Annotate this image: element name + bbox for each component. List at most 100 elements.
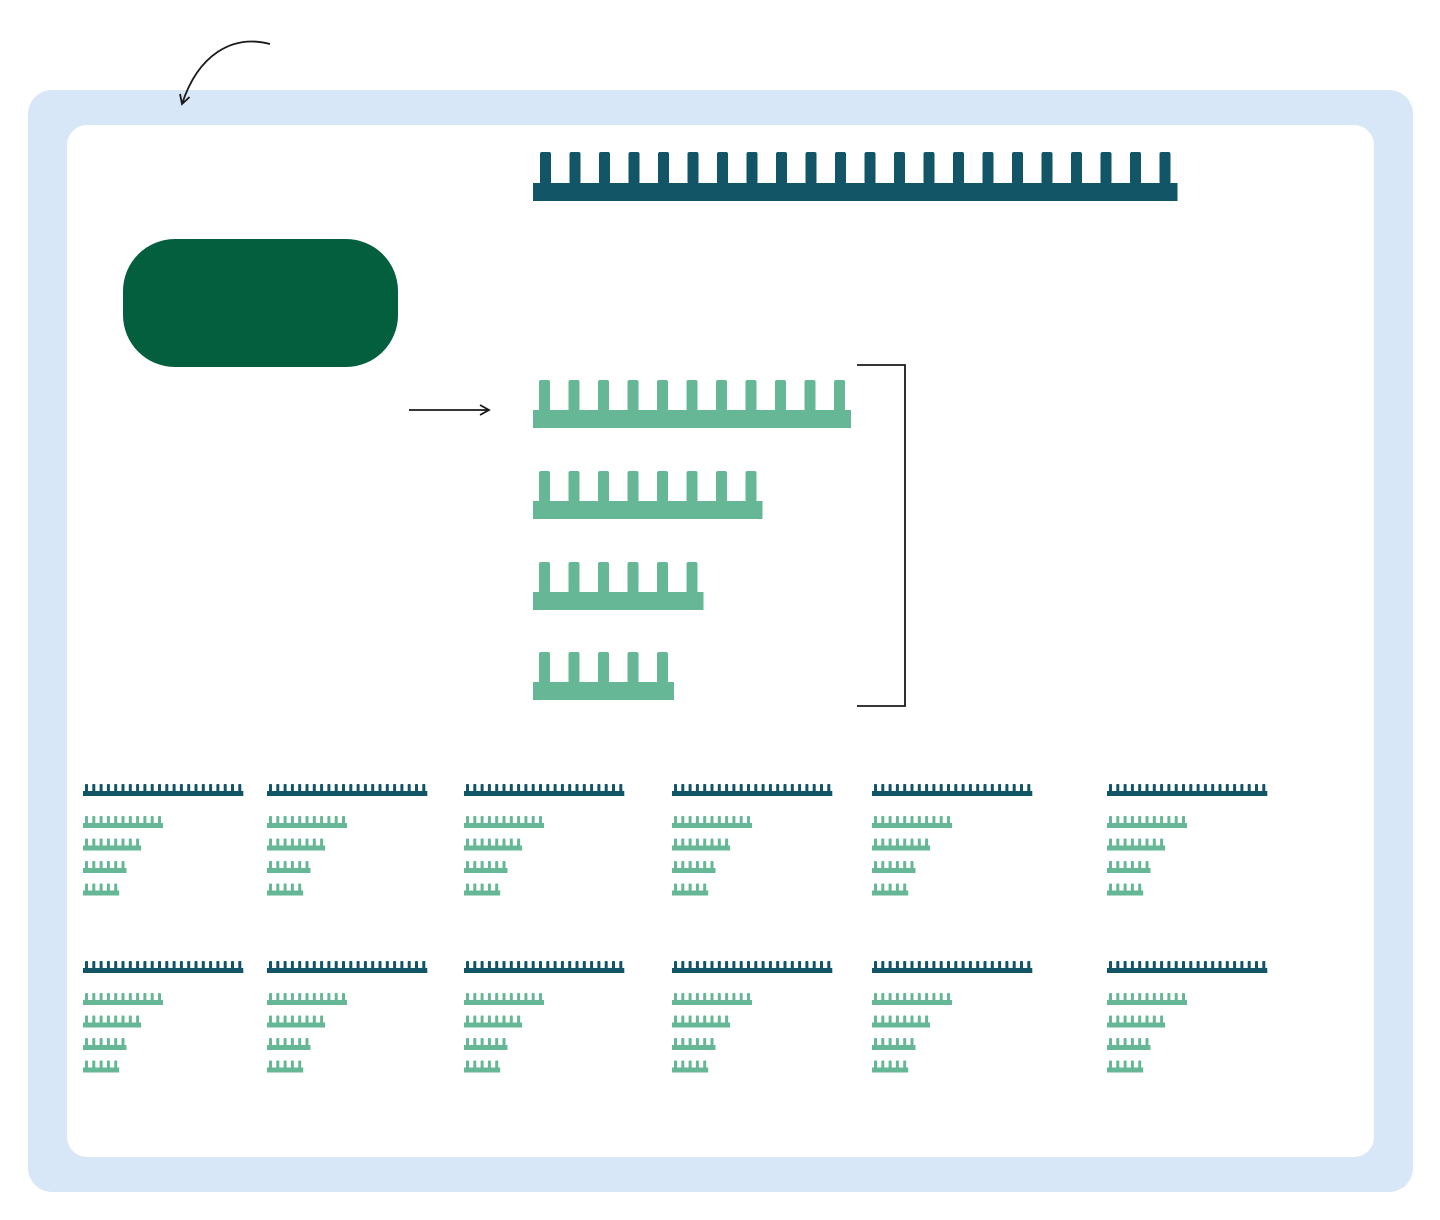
mini-product-strand-tooth: [106, 816, 110, 824]
mini-product-strand-tooth: [473, 1015, 477, 1024]
mini-product-strand-tooth: [1138, 838, 1142, 847]
mini-template-strand-tooth: [238, 961, 242, 969]
mini-template-strand-tooth: [739, 961, 743, 969]
mini-template-strand-tooth: [1182, 961, 1185, 969]
mini-template-strand-tooth: [1012, 784, 1016, 792]
mini-template-strand-tooth: [895, 784, 899, 792]
products-bracket: [857, 364, 906, 707]
mini-template-strand-backbone: [267, 791, 428, 796]
mini-panels-grid: [83, 784, 1268, 1073]
product-strand-3-backbone: [533, 592, 704, 610]
mini-product-strand-tooth: [276, 1038, 280, 1046]
mini-template-strand-tooth: [1109, 784, 1112, 792]
mini-template-strand-tooth: [947, 961, 950, 969]
mini-product-strand-tooth: [320, 838, 324, 847]
mini-product-strand-backbone: [672, 823, 752, 828]
mini-product-strand-tooth: [1109, 838, 1112, 847]
mini-template-strand-tooth: [1196, 784, 1200, 792]
mini-product-strand-tooth: [1109, 1038, 1112, 1046]
mini-product-strand-tooth: [1116, 838, 1120, 847]
mini-product-strand-backbone: [1107, 1000, 1187, 1005]
mini-template-strand-tooth: [1130, 961, 1134, 969]
mini-product-strand-tooth: [276, 1015, 280, 1024]
mini-template-strand-tooth: [320, 784, 324, 792]
mini-template-strand-tooth: [1262, 961, 1266, 969]
mini-template-strand-tooth: [798, 961, 802, 969]
mini-product-strand-tooth: [150, 816, 154, 824]
mini-product-strand-tooth: [473, 883, 477, 892]
product-strand-1-tooth: [539, 380, 550, 411]
mini-template-strand: [267, 784, 428, 796]
mini-product-strand-tooth: [85, 816, 88, 824]
mini-template-strand-tooth: [732, 784, 736, 792]
mini-template-strand-tooth: [128, 961, 132, 969]
product-strand-1-tooth: [598, 380, 609, 411]
mini-product-strand-tooth: [1130, 861, 1134, 869]
mini-product-strand-tooth: [509, 1015, 513, 1024]
mini-product-strand-tooth: [681, 1038, 685, 1046]
mini-template-strand-tooth: [717, 961, 721, 969]
mini-template-strand-tooth: [480, 784, 484, 792]
mini-product-strand-tooth: [466, 861, 469, 869]
mini-product-strand-tooth: [298, 1060, 302, 1069]
mini-product-strand-tooth: [717, 838, 721, 847]
mini-product-strand-tooth: [888, 993, 892, 1001]
mini-template-strand-tooth: [276, 784, 280, 792]
mini-template-strand-tooth: [356, 784, 360, 792]
mini-template-strand-tooth: [619, 784, 623, 792]
mini-product-strand-tooth: [99, 1038, 103, 1046]
mini-product-strand-tooth: [487, 1015, 491, 1024]
mini-product-strand-tooth: [710, 816, 714, 824]
mini-template-strand-tooth: [290, 961, 294, 969]
mini-template-strand-tooth: [976, 961, 980, 969]
mini-product-strand-tooth: [1182, 816, 1185, 824]
mini-template-strand-tooth: [114, 784, 118, 792]
mini-template-strand-tooth: [371, 784, 375, 792]
mini-template-strand: [872, 784, 1033, 796]
mini-template-strand-tooth: [349, 961, 353, 969]
mini-product-strand-tooth: [143, 993, 147, 1001]
mini-product-strand-tooth: [495, 816, 499, 824]
mini-product-strand-tooth: [1130, 838, 1134, 847]
mini-template-strand-tooth: [298, 784, 302, 792]
mini-template-strand-tooth: [881, 784, 885, 792]
mini-template-strand-backbone: [672, 968, 833, 973]
mini-product-strand-tooth: [674, 883, 677, 892]
mini-template-strand-tooth: [1123, 961, 1127, 969]
mini-product-strand-tooth: [703, 1060, 707, 1069]
mini-template-strand-tooth: [1123, 784, 1127, 792]
mini-template-strand-tooth: [674, 961, 677, 969]
product-strand-4-backbone: [533, 682, 674, 700]
mini-template-strand-tooth: [312, 784, 316, 792]
mini-template-strand-tooth: [575, 784, 579, 792]
mini-product-strand-tooth: [1167, 816, 1171, 824]
mini-template-strand-tooth: [990, 784, 994, 792]
mini-product-strand: [83, 816, 163, 828]
mini-template-strand-tooth: [158, 784, 161, 792]
mini-product-strand-tooth: [92, 861, 96, 869]
mini-template-strand-tooth: [231, 784, 234, 792]
mini-template-strand-tooth: [172, 784, 176, 792]
mini-product-strand-backbone: [267, 823, 347, 828]
mini-product-strand: [1107, 993, 1187, 1005]
mini-product-strand-tooth: [128, 1015, 132, 1024]
mini-template-strand-tooth: [1138, 961, 1142, 969]
mini-product-strand-tooth: [903, 1038, 907, 1046]
mini-product-strand-tooth: [539, 816, 542, 824]
template-strand-tooth: [1012, 152, 1023, 184]
mini-product-strand-tooth: [327, 816, 331, 824]
mini-template-strand-tooth: [903, 784, 907, 792]
template-strand: [533, 152, 1178, 201]
enzyme-blob: [123, 239, 398, 367]
mini-template-strand-tooth: [415, 961, 418, 969]
mini-template-strand-tooth: [732, 961, 736, 969]
mini-product-strand-tooth: [136, 993, 140, 1001]
mini-product-strand-tooth: [269, 1060, 272, 1069]
mini-template-strand-tooth: [531, 961, 535, 969]
product-strand-2-backbone: [533, 501, 763, 519]
mini-template-strand-tooth: [747, 961, 750, 969]
mini-template-strand-tooth: [888, 784, 892, 792]
template-strand-tooth: [864, 152, 876, 184]
mini-product-strand-tooth: [674, 1015, 677, 1024]
mini-template-strand-tooth: [1005, 961, 1009, 969]
